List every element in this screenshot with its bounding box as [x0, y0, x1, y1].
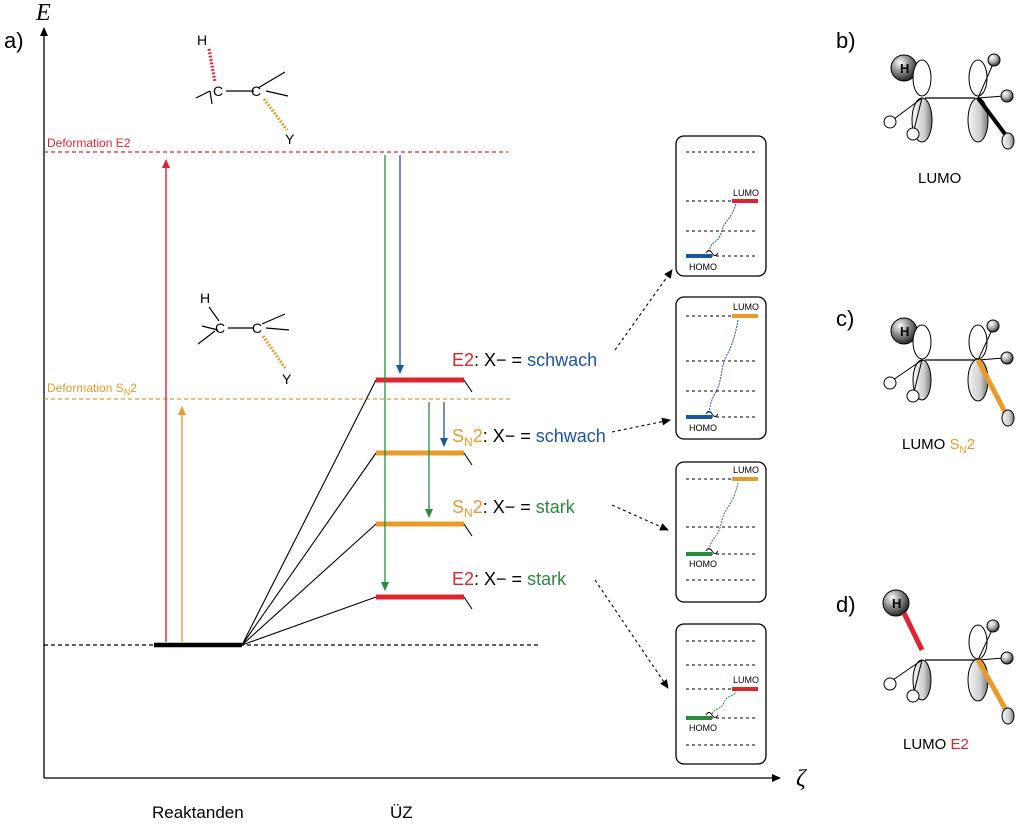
panel-label-d: d): [836, 592, 856, 617]
box4-homo-label: HOMO: [689, 723, 717, 733]
c-h-atom: H: [900, 324, 909, 339]
box2-homo-label: HOMO: [689, 423, 717, 433]
x-label-ts: ÜZ: [390, 803, 413, 822]
orbital-box-e2-weak: [675, 135, 767, 277]
mol2-y: Y: [282, 371, 292, 387]
orbital-box-sn2-strong: [675, 461, 767, 603]
mol2-c1: C: [215, 320, 225, 336]
lumo-label-d: LUMO E2: [903, 736, 969, 753]
lumo-label-b: LUMO: [918, 170, 961, 187]
mol1-y: Y: [285, 131, 295, 147]
y-axis-label: E: [35, 0, 51, 26]
lumo-label-c: LUMO SN2: [902, 436, 975, 456]
box3-lumo-label: LUMO: [733, 465, 759, 475]
box1-homo-label: HOMO: [689, 262, 717, 272]
mol1-h: H: [197, 32, 207, 48]
x-axis-label: ζ: [796, 766, 808, 792]
panel-label-a: a): [4, 28, 24, 53]
molecule-sn2-deformed: [197, 306, 290, 369]
mol1-c2: C: [251, 83, 261, 99]
deformation-sn2-label: Deformation SN2: [47, 381, 137, 397]
ts-level-ticks: [463, 379, 473, 610]
orbital-box-sn2-weak: [675, 296, 767, 440]
molecule-e2-deformed: [195, 48, 289, 131]
b-h-atom: H: [900, 61, 909, 76]
box1-lumo-label: LUMO: [733, 188, 759, 198]
lumo-orbital-b: [883, 53, 1015, 150]
lumo-orbital-d: [882, 589, 1015, 725]
box2-lumo-label: LUMO: [733, 302, 759, 312]
ts-label-e2-weak: E2: X− = schwach: [452, 350, 597, 370]
lumo-orbital-c: [883, 317, 1015, 427]
ts-label-e2-strong: E2: X− = stark: [452, 569, 567, 589]
box4-lumo-label: LUMO: [733, 675, 759, 685]
deformation-e2-label: Deformation E2: [47, 136, 131, 150]
reaction-coordinate-lines: [241, 379, 377, 646]
panel-label-b: b): [836, 28, 856, 53]
pointer-arrows: [594, 269, 673, 689]
d-h-atom: H: [892, 596, 901, 611]
box3-homo-label: HOMO: [689, 559, 717, 569]
ts-label-sn2-weak: SN2: X− = schwach: [452, 426, 606, 449]
mol2-h: H: [200, 290, 210, 306]
mol1-c1: C: [213, 83, 223, 99]
mol2-c2: C: [252, 320, 262, 336]
orbital-box-e2-strong: [675, 623, 767, 765]
ts-label-sn2-strong: SN2: X− = stark: [452, 497, 576, 520]
panel-label-c: c): [836, 306, 854, 331]
x-label-reactants: Reaktanden: [152, 803, 244, 822]
